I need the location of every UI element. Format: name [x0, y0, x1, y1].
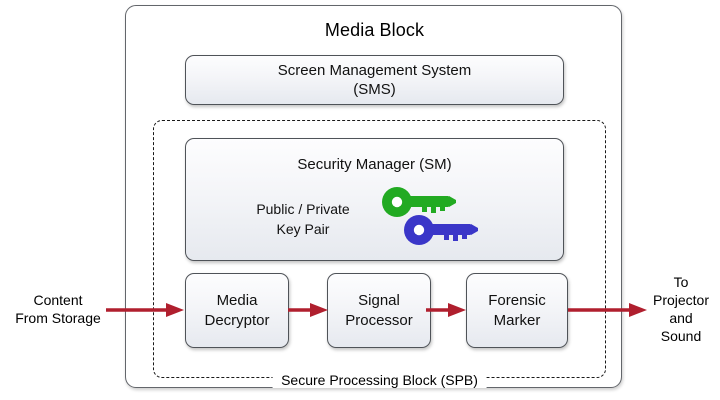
security-manager-title: Security Manager (SM): [297, 156, 452, 173]
public-key-icon: [382, 187, 456, 217]
media-decryptor-line2: Decryptor: [204, 311, 270, 329]
signal-processor-line1: Signal: [358, 291, 400, 309]
output-label-line2: Projector: [652, 292, 710, 308]
keypair-line2: Key Pair: [276, 221, 330, 237]
media-block-container: Media Block Screen Management System (SM…: [125, 5, 622, 388]
screen-management-system-box[interactable]: Screen Management System (SMS): [185, 55, 564, 105]
keypair-line1: Public / Private: [256, 201, 350, 217]
signal-processor-box[interactable]: Signal Processor: [327, 273, 431, 348]
forensic-marker-line2: Marker: [493, 311, 541, 329]
security-manager-box[interactable]: Security Manager (SM) Public / Private K…: [185, 138, 564, 261]
output-label: To Projector and Sound: [648, 273, 714, 345]
private-key-icon: [404, 215, 478, 245]
signal-processor-text: Signal Processor: [345, 291, 413, 331]
input-label-line1: Content: [33, 292, 83, 308]
media-decryptor-line1: Media: [216, 291, 258, 309]
secure-processing-block: Secure Processing Block (SPB): [153, 120, 606, 388]
media-decryptor-text: Media Decryptor: [204, 291, 269, 331]
forensic-marker-text: Forensic Marker: [488, 291, 546, 331]
keypair-icons: [376, 186, 506, 252]
input-label: Content From Storage: [10, 291, 106, 327]
output-label-line3: and: [669, 310, 693, 326]
keypair-label: Public / Private Key Pair: [218, 199, 388, 239]
input-label-line2: From Storage: [15, 310, 101, 326]
sms-line2: (SMS): [353, 81, 396, 98]
page-title: Media Block: [324, 20, 425, 40]
output-label-line4: Sound: [660, 328, 702, 344]
signal-processor-line2: Processor: [345, 311, 413, 329]
sms-text: Screen Management System (SMS): [278, 61, 471, 99]
output-label-line1: To: [673, 274, 689, 290]
forensic-marker-line1: Forensic: [488, 291, 546, 309]
spb-label: Secure Processing Block (SPB): [272, 372, 487, 388]
sms-line1: Screen Management System: [277, 62, 472, 79]
media-decryptor-box[interactable]: Media Decryptor: [185, 273, 289, 348]
forensic-marker-box[interactable]: Forensic Marker: [466, 273, 568, 348]
